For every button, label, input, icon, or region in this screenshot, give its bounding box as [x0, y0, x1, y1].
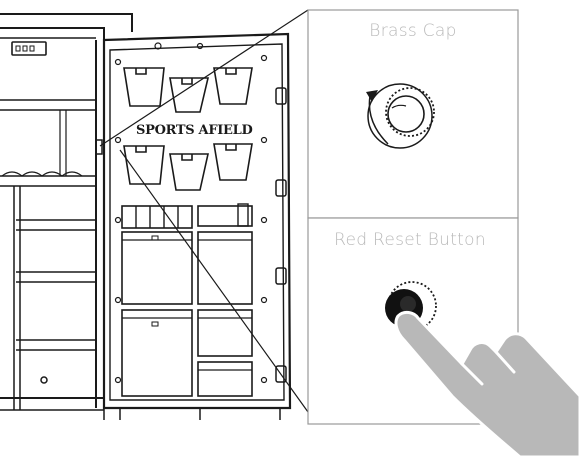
red-reset-button-label: Red Reset Button: [334, 230, 486, 250]
brass-cap-label: Brass Cap: [369, 21, 456, 41]
rotate-arrow-icon: [366, 90, 389, 145]
callout-leader-lines: [99, 9, 309, 413]
pointing-hand-icon: [394, 310, 582, 457]
safe-body: [0, 13, 133, 411]
brand-logo-text: SPORTS AFIELD: [136, 123, 252, 138]
brass-cap-dial-icon: [367, 83, 435, 149]
safe-door: [95, 32, 292, 420]
